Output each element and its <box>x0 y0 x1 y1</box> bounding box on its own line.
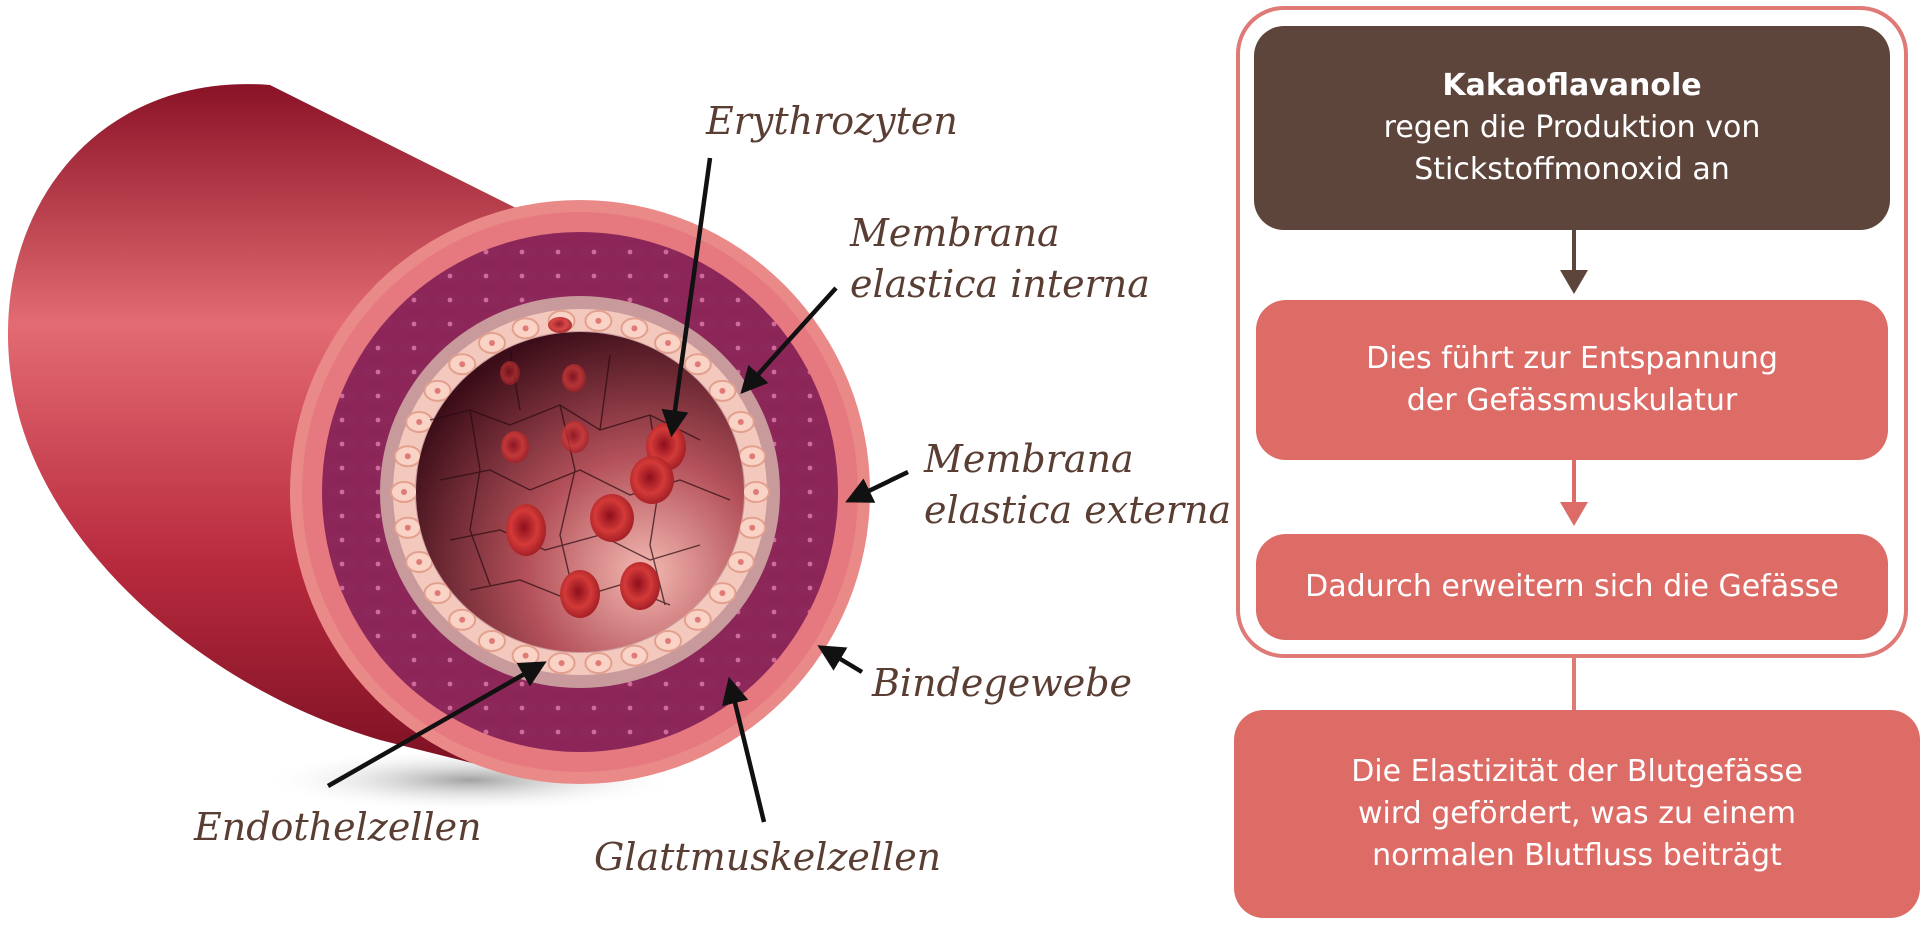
flow-step1-title: Kakaoflavanole <box>1442 68 1702 103</box>
endothel-cell-nucleus <box>416 419 423 425</box>
flow-step-entspannung: Dies führt zur Entspannung der Gefässmus… <box>1256 300 1888 460</box>
flow-step-erweitern: Dadurch erweitern sich die Gefässe <box>1256 534 1888 640</box>
pointer-erythrozyten <box>661 157 713 438</box>
endothel-cell-nucleus <box>719 590 726 597</box>
erythrocyte <box>561 421 589 453</box>
label-bindegewebe: Bindegewebe <box>872 661 1133 705</box>
flow-step2-line2: der Gefässmuskulatur <box>1406 383 1738 418</box>
erythrocyte <box>620 562 660 610</box>
endothel-cell-nucleus <box>753 489 759 495</box>
endothel-cell-nucleus <box>737 419 744 425</box>
endothel-cell-nucleus <box>404 524 411 531</box>
endothel-cell-nucleus <box>489 340 495 346</box>
pointer-arrows <box>326 157 909 823</box>
endothel-cell-nucleus <box>459 616 466 623</box>
label-membrana-externa-line2: elastica externa <box>924 488 1232 533</box>
erythrocyte <box>501 431 529 463</box>
label-endothelzellen: Endothelzellen <box>194 805 482 849</box>
erythrocyte <box>500 361 520 385</box>
endothel-cell-nucleus <box>694 361 701 368</box>
endothel-cell-nucleus <box>489 638 495 644</box>
endothel-cell-nucleus <box>558 660 565 667</box>
endothel-cell-nucleus <box>404 453 411 460</box>
flow-result-line3: normalen Blutfluss beiträgt <box>1372 838 1782 873</box>
endothel-cell-nucleus <box>749 524 756 531</box>
pointer-membrana-interna <box>740 286 838 395</box>
flow-result-line1: Die Elastizität der Blutgefässe <box>1351 754 1803 789</box>
endothel-cell-nucleus <box>595 660 602 667</box>
endothel-cell-nucleus <box>737 559 744 565</box>
flow-step1-line2: Stickstoffmonoxid an <box>1414 152 1730 187</box>
endothel-cell-nucleus <box>459 361 466 368</box>
endothel-cell-nucleus <box>694 616 701 623</box>
endothel-cell-nucleus <box>434 590 441 597</box>
endothel-cell-nucleus <box>631 652 638 659</box>
endothel-cell-nucleus <box>665 340 671 346</box>
pointer-glattmuskelzellen <box>721 676 767 823</box>
erythrocyte <box>590 494 634 542</box>
endothel-cell-nucleus <box>522 325 529 332</box>
endothel-cell-nucleus <box>631 325 638 332</box>
erythrocyte <box>548 317 572 333</box>
label-membrana-interna-line2: elastica interna <box>850 262 1150 307</box>
flow-arrow-1 <box>1560 230 1588 296</box>
endothel-cells <box>390 309 770 675</box>
erythrocyte <box>630 456 674 504</box>
endothel-cell-nucleus <box>522 652 529 659</box>
label-membrana-externa-line1: Membrana <box>924 437 1134 481</box>
endothel-cell-nucleus <box>434 387 441 394</box>
erythrocyte <box>560 570 600 618</box>
endothel-cell-nucleus <box>401 489 407 495</box>
flow-arrow-2 <box>1560 460 1588 528</box>
flow-result-elastizitaet: Die Elastizität der Blutgefässe wird gef… <box>1234 710 1920 918</box>
blood-vessel-illustration <box>7 84 909 823</box>
endothel-cell-nucleus <box>719 387 726 394</box>
flow-frame <box>1236 6 1908 658</box>
endothel-cell-nucleus <box>749 453 756 460</box>
label-membrana-interna: Membrana elastica interna <box>850 208 1150 311</box>
endothel-cell-nucleus <box>595 317 602 324</box>
erythrocyte <box>506 504 546 556</box>
label-glattmuskelzellen: Glattmuskelzellen <box>594 835 942 879</box>
label-membrana-externa: Membrana elastica externa <box>924 434 1231 537</box>
label-membrana-interna-line1: Membrana <box>850 211 1060 255</box>
flow-step1-line1: regen die Produktion von <box>1383 110 1761 145</box>
endothel-cell-nucleus <box>665 638 671 644</box>
flow-result-line2: wird gefördert, was zu einem <box>1357 796 1797 831</box>
flow-connector <box>1572 658 1576 710</box>
pointer-endothelzellen <box>326 661 547 788</box>
endothel-cell-nucleus <box>416 559 423 565</box>
flow-step2-line1: Dies führt zur Entspannung <box>1366 341 1778 376</box>
erythrocyte <box>562 364 586 392</box>
pointer-membrana-externa <box>845 469 909 503</box>
flow-step-kakaoflavanole: Kakaoflavanole regen die Produktion von … <box>1254 26 1890 230</box>
pointer-bindegewebe <box>817 645 864 674</box>
flow-step3-line1: Dadurch erweitern sich die Gefässe <box>1305 569 1839 604</box>
label-erythrozyten: Erythrozyten <box>706 99 958 143</box>
